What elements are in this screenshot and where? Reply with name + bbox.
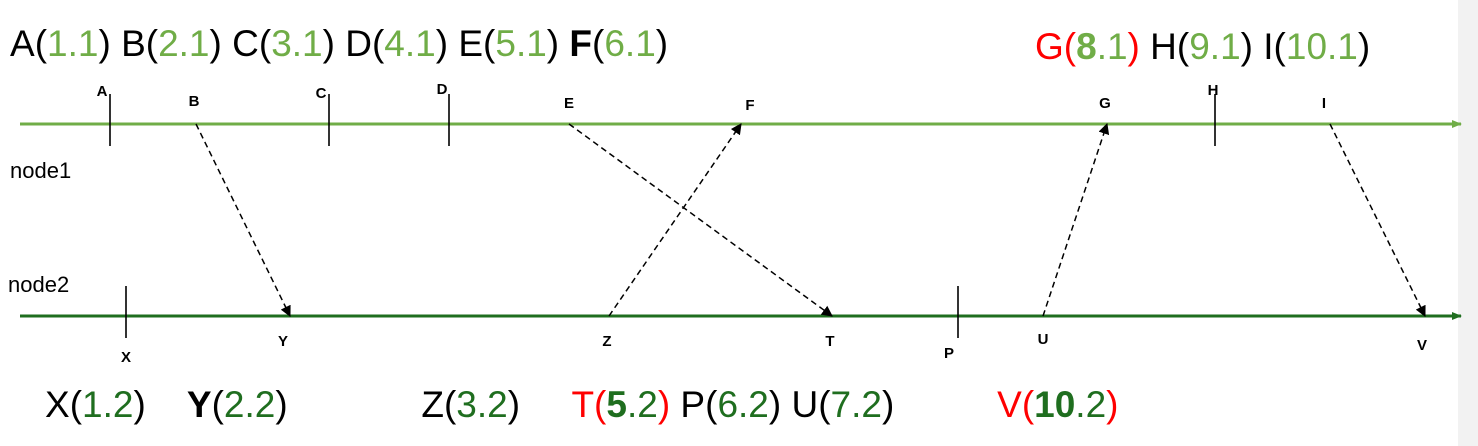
node2-label: node2 bbox=[8, 272, 69, 297]
event-label-d: D bbox=[437, 81, 448, 98]
timestamp-t: T(5.2) bbox=[571, 384, 670, 425]
message-arrow-i-to-v bbox=[1329, 123, 1426, 317]
timestamp-x: X(1.2) bbox=[45, 384, 146, 425]
timestamp-v: V(10.2) bbox=[997, 384, 1118, 425]
timestamp-g: G(8.1) bbox=[1035, 26, 1140, 67]
message-arrow-b-to-y bbox=[195, 123, 291, 317]
node1-timestamps: A(1.1) B(2.1) C(3.1) D(4.1) E(5.1) F(6.1… bbox=[10, 23, 668, 64]
node1-label: node1 bbox=[10, 158, 71, 183]
timestamp-h: H(9.1) bbox=[1150, 26, 1253, 67]
timestamp-z: Z(3.2) bbox=[421, 384, 520, 425]
event-label-t: T bbox=[825, 333, 834, 350]
event-label-c: C bbox=[316, 85, 327, 102]
message-arrow-z-to-f bbox=[608, 123, 742, 317]
timestamp-u: U(7.2) bbox=[791, 384, 894, 425]
timestamp-i: I(10.1) bbox=[1263, 26, 1370, 67]
node2-timestamps: X(1.2) Y(2.2) Z(3.2) T(5.2) P(6.2) U(7.2… bbox=[45, 384, 1118, 425]
message-arrow-u-to-g bbox=[1042, 122, 1110, 317]
event-label-u: U bbox=[1038, 331, 1049, 348]
timestamp-b: B(2.1) bbox=[121, 23, 222, 64]
event-label-i: I bbox=[1322, 95, 1326, 112]
event-label-v: V bbox=[1417, 337, 1427, 354]
timestamp-c: C(3.1) bbox=[232, 23, 335, 64]
event-label-a: A bbox=[97, 83, 108, 100]
event-label-e: E bbox=[564, 95, 574, 112]
event-label-y: Y bbox=[278, 333, 288, 350]
timestamp-y: Y(2.2) bbox=[187, 384, 288, 425]
event-label-f: F bbox=[745, 97, 754, 114]
event-label-h: H bbox=[1208, 82, 1219, 99]
right-edge-panel bbox=[1458, 0, 1478, 446]
timestamp-e: E(5.1) bbox=[458, 23, 559, 64]
event-label-z: Z bbox=[602, 333, 611, 350]
event-label-x: X bbox=[121, 349, 131, 366]
event-label-b: B bbox=[189, 93, 200, 110]
timestamp-a: A(1.1) bbox=[10, 23, 111, 64]
timestamp-d: D(4.1) bbox=[345, 23, 448, 64]
event-label-p: P bbox=[944, 345, 954, 362]
timestamp-f: F(6.1) bbox=[569, 23, 668, 64]
message-arrow-e-to-t bbox=[568, 123, 833, 317]
node1-timestamps-right: G(8.1) H(9.1) I(10.1) bbox=[1035, 26, 1370, 67]
event-label-g: G bbox=[1099, 95, 1111, 112]
timestamp-p: P(6.2) bbox=[680, 384, 781, 425]
